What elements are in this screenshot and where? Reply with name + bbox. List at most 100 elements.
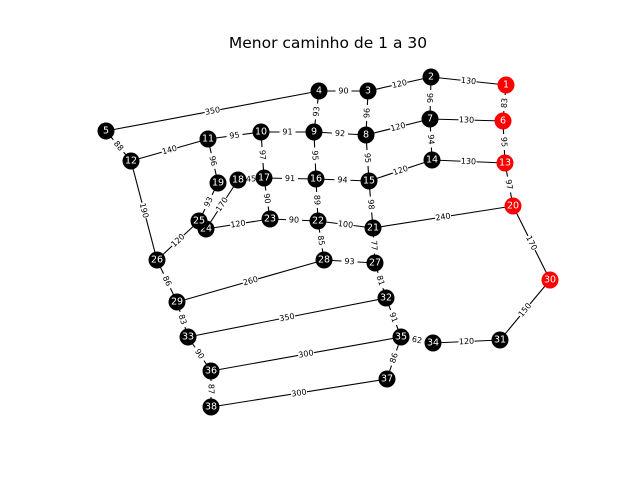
node-circle (307, 170, 325, 188)
edge-weight-label: 120 (389, 121, 406, 133)
edge-weight-label: 86 (161, 274, 174, 287)
node-label: 10 (255, 127, 267, 138)
node-label: 38 (205, 402, 217, 413)
edge-weight-bg (391, 163, 410, 178)
node-circle (202, 398, 220, 416)
node-label: 23 (264, 214, 276, 225)
node-circle (261, 210, 279, 228)
node-label: 34 (427, 338, 439, 349)
node-label: 11 (202, 134, 214, 145)
edge-weight-label: 95 (310, 150, 319, 161)
node-33: 33 (179, 328, 197, 346)
edge-weight-bg (281, 173, 299, 184)
edge-8-9: 92 (313, 128, 367, 139)
edge-weight-bg (361, 104, 373, 122)
edge-weight-label: 260 (242, 275, 259, 288)
edge-weight-label: 300 (298, 348, 315, 360)
edge-weight-bg (206, 152, 220, 170)
edge-weight-label: 350 (204, 105, 221, 117)
edge-weight-bg (460, 75, 477, 87)
edge-20-30: 170 (512, 205, 551, 281)
edge-weight-label: 350 (279, 312, 296, 324)
node-31: 31 (491, 331, 509, 349)
node-1: 1 (497, 76, 515, 94)
edge-weight-bg (365, 196, 377, 213)
node-circle (309, 212, 327, 230)
edge-weight-label: 90 (338, 87, 348, 96)
edge-layer: 1301209035083969693881301209291951409594… (105, 75, 551, 408)
node-label: 25 (193, 216, 205, 227)
node-circle (122, 152, 140, 170)
node-circle (378, 370, 396, 388)
node-11: 11 (199, 130, 217, 148)
edge-weight-label: 90 (262, 193, 272, 204)
node-circle (305, 123, 323, 141)
node-27: 27 (366, 254, 384, 272)
edge-weight-bg (200, 192, 217, 212)
edge-weight-bg (425, 89, 436, 107)
node-circle (229, 171, 247, 189)
node-label: 30 (544, 275, 556, 286)
edge-weight-label: 90 (289, 215, 300, 224)
node-label: 20 (507, 201, 519, 212)
edge-4-5: 350 (105, 90, 320, 132)
edge-weight-bg (498, 133, 510, 151)
edge-weight-bg (341, 256, 358, 267)
node-label: 35 (395, 332, 407, 343)
node-19: 19 (209, 174, 227, 192)
node-9: 9 (305, 123, 323, 141)
edge-weight-label: 95 (229, 130, 240, 140)
node-16: 16 (307, 170, 325, 188)
edge-weight-bg (285, 214, 303, 226)
node-2: 2 (422, 68, 440, 86)
path-node-circle (494, 112, 512, 130)
edge-weight-bg (290, 386, 308, 400)
node-circle (315, 251, 333, 269)
edge-weight-bg (314, 231, 328, 250)
path-node-circle (497, 76, 515, 94)
edge-30-31: 150 (499, 279, 551, 341)
edge-weight-label: 83 (177, 313, 189, 325)
node-label: 16 (310, 174, 322, 185)
node-label: 37 (381, 374, 393, 385)
edge-weight-label: 140 (161, 144, 178, 157)
edge-27-28: 93 (323, 256, 376, 267)
node-label: 32 (380, 293, 392, 304)
node-circle (255, 169, 273, 187)
edge-weight-label: 190 (138, 202, 151, 219)
edge-weight-bg (311, 191, 323, 209)
edge-weight-label: 93 (202, 195, 215, 208)
node-label: 22 (312, 216, 324, 227)
edge-weight-label: 240 (435, 211, 451, 222)
edge-weight-label: 93 (311, 106, 321, 117)
node-label: 21 (367, 223, 379, 234)
node-circle (148, 251, 166, 269)
node-label: 17 (258, 173, 270, 184)
node-circle (491, 331, 509, 349)
edge-weight-bg (229, 217, 247, 231)
node-label: 5 (103, 126, 109, 137)
edge-weight-bg (502, 175, 516, 194)
node-circle (366, 254, 384, 272)
edge-weight-label: 97 (258, 150, 268, 161)
edge-weight-label: 97 (504, 179, 515, 191)
edge-weight-label: 87 (207, 384, 216, 394)
edge-weight-label: 96 (207, 155, 218, 167)
edge-weight-bg (368, 237, 380, 254)
edge-weight-bg (334, 174, 351, 186)
node-26: 26 (148, 251, 166, 269)
edge-weight-label: 62 (411, 335, 423, 346)
edge-weight-label: 94 (426, 134, 435, 145)
node-circle (422, 68, 440, 86)
edge-weight-label: 300 (291, 387, 308, 398)
node-label: 6 (500, 116, 506, 127)
node-circle (202, 362, 220, 380)
edge-weight-bg (523, 233, 540, 253)
edge-weight-label: 92 (335, 129, 346, 139)
node-18: 18 (229, 171, 247, 189)
edge-15-16: 94 (315, 174, 370, 186)
node-label: 26 (151, 255, 163, 266)
node-circle (360, 172, 378, 190)
edge-weight-bg (241, 273, 260, 289)
node-label: 12 (125, 156, 137, 167)
